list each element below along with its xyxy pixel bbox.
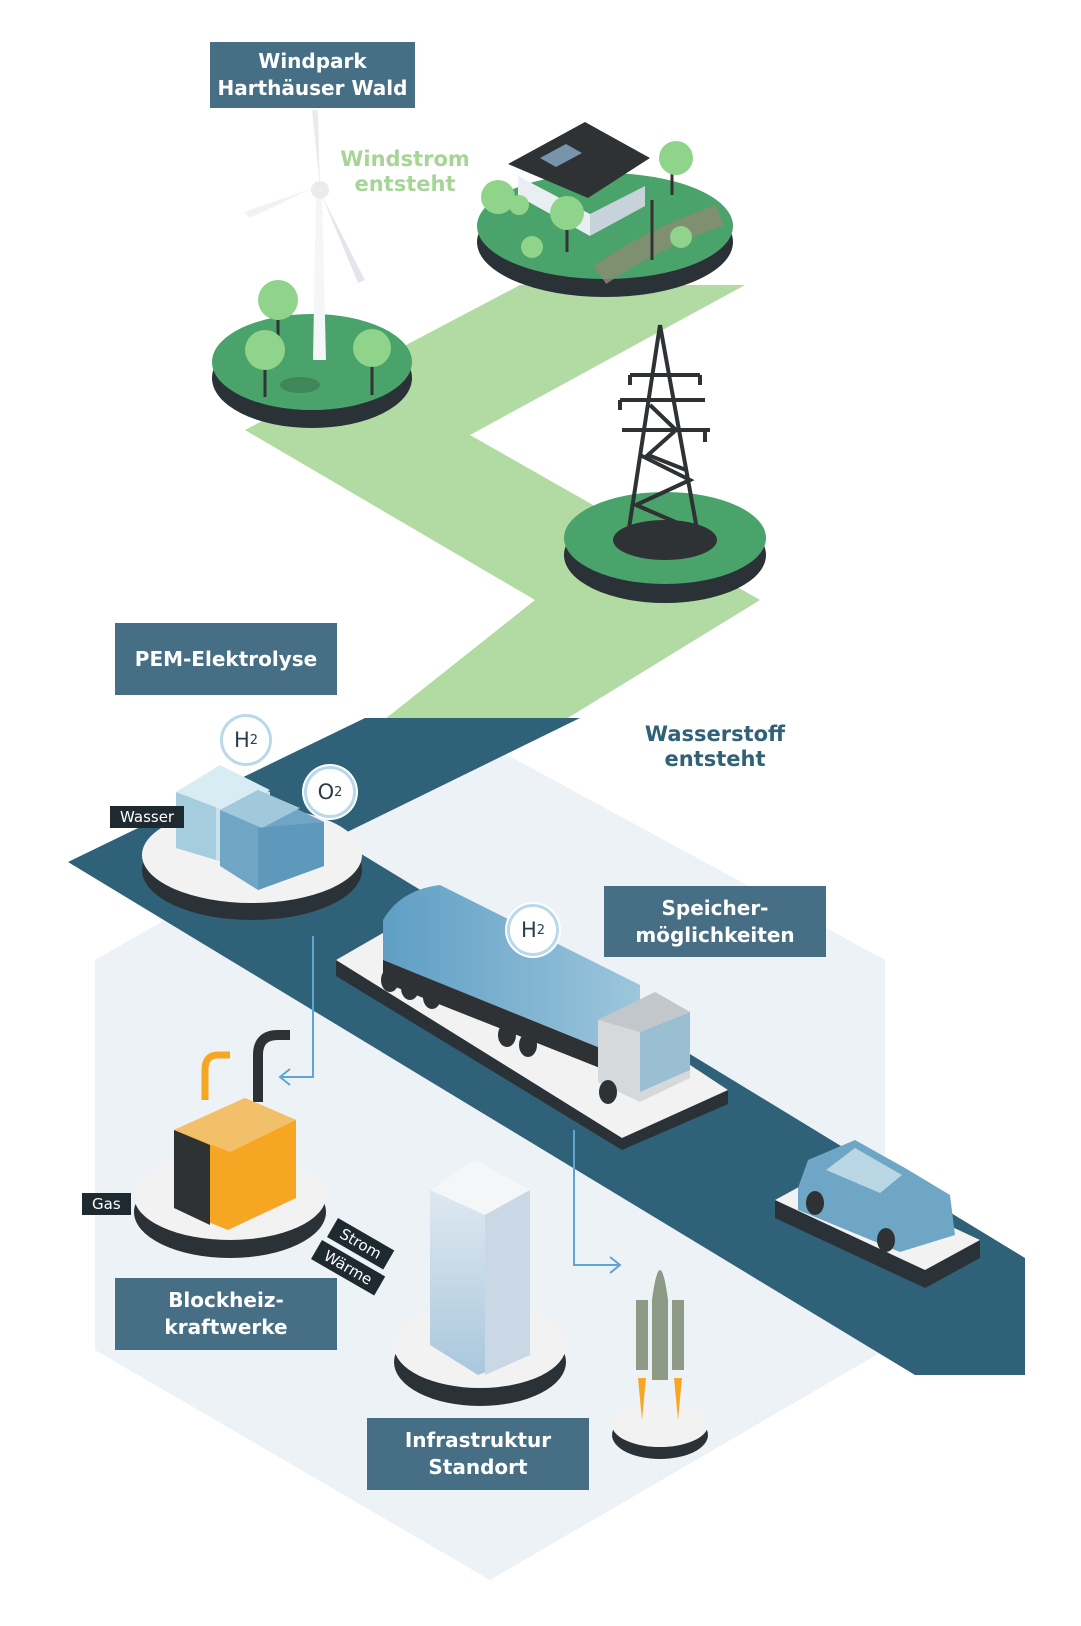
hydrogen-truck-icon [381,885,690,1104]
wasserstoff-line-1: Wasserstoff [644,722,786,746]
wind-park-island [212,110,412,428]
windstrom-line-2: entsteht [354,172,456,196]
wasserstoff-line-2: entsteht [664,747,766,771]
h2-symbol: H [233,728,250,752]
windpark-line-2: Harthäuser Wald [217,76,408,100]
h2-truck-subscript: 2 [536,922,546,938]
h2-subscript: 2 [249,732,259,748]
h2-truck-symbol: H [520,918,537,942]
electrolyser-icon [176,765,324,890]
car-icon [798,1140,955,1252]
o2-symbol: O [317,780,335,804]
windpark-line-1: Windpark [258,49,367,73]
rocket-platform [612,1403,708,1459]
o2-subscript: 2 [334,784,343,800]
electrolyser-platform [142,765,362,920]
bhkw-line-2: kraftwerke [164,1315,288,1339]
windstrom-line-1: Windstrom [340,147,470,171]
wasser-tag: Wasser [110,806,185,828]
office-tower-icon [430,1160,530,1375]
speicher-line-1: Speicher- [661,895,769,920]
pylon-island [564,324,766,603]
truck-to-rocket-arrow [573,1130,622,1274]
pem-label: PEM-Elektrolyse [115,623,337,695]
infrastruktur-line-2: Standort [428,1455,528,1479]
infrastruktur-label: Infrastruktur Standort [367,1418,589,1490]
bhkw-label: Blockheiz- kraftwerke [115,1278,337,1350]
windstrom-label: Windstrom entsteht [330,147,480,197]
speicher-line-2: möglichkeiten [635,922,795,947]
chp-unit-icon [174,1030,296,1230]
speicher-label: Speicher- möglichkeiten [604,886,826,957]
gas-tag: Gas [82,1193,131,1215]
electrolyser-to-chp-arrow [278,936,314,1086]
rocket-icon [636,1270,684,1420]
bhkw-line-1: Blockheiz- [168,1288,284,1312]
power-pylon-icon [618,324,710,536]
wind-turbine-icon [244,110,365,360]
infrastruktur-line-1: Infrastruktur [404,1428,552,1452]
pem-text: PEM-Elektrolyse [134,646,318,671]
house-island [477,122,733,297]
windpark-label: Windpark Harthäuser Wald [210,42,415,108]
wasserstoff-label: Wasserstoff entsteht [640,722,790,772]
